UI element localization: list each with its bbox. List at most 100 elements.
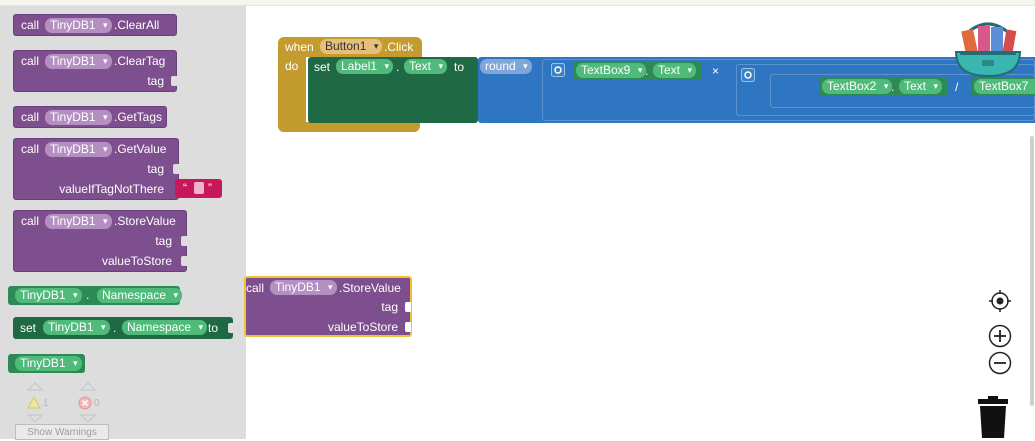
backpack-icon[interactable] bbox=[952, 16, 1024, 80]
textbox7-dropdown[interactable]: TextBox7 bbox=[974, 79, 1035, 94]
component-dropdown[interactable]: TinyDB1 bbox=[45, 110, 112, 125]
block-tinydb-clearall[interactable]: call TinyDB1 .ClearAll bbox=[13, 14, 177, 36]
zoom-in-icon[interactable] bbox=[988, 324, 1012, 348]
component-dropdown[interactable]: TinyDB1 bbox=[15, 356, 82, 371]
event-do-arm: do bbox=[278, 57, 306, 132]
block-tinydb-storevalue-loose[interactable]: call TinyDB1 .StoreValue tag valueToStor… bbox=[244, 276, 412, 337]
divide-operator: / bbox=[955, 80, 959, 94]
method-label: .ClearTag bbox=[114, 54, 166, 68]
tag-socket[interactable] bbox=[171, 76, 177, 86]
block-tinydb-storevalue[interactable]: call TinyDB1 .StoreValue tag valueToStor… bbox=[13, 210, 187, 272]
block-tinydb-cleartag[interactable]: call TinyDB1 .ClearTag tag bbox=[13, 50, 177, 92]
when-label: when bbox=[285, 40, 314, 54]
times-operator: × bbox=[712, 64, 720, 78]
block-tinydb-gettags[interactable]: call TinyDB1 .GetTags bbox=[13, 106, 167, 128]
show-warnings-button[interactable]: Show Warnings bbox=[15, 424, 109, 440]
gear-icon[interactable] bbox=[741, 68, 755, 82]
method-label: .StoreValue bbox=[339, 281, 401, 295]
call-label: call bbox=[246, 281, 265, 295]
textbox2-dropdown[interactable]: TextBox2 bbox=[822, 79, 893, 94]
property-dropdown[interactable]: Namespace bbox=[122, 320, 208, 335]
tag-socket[interactable] bbox=[181, 236, 187, 246]
dot-label: . bbox=[396, 60, 400, 74]
set-label: set bbox=[314, 60, 331, 74]
text-property-dropdown[interactable]: Text bbox=[653, 63, 697, 78]
errors-count: 0 bbox=[94, 398, 100, 409]
zoom-out-icon[interactable] bbox=[988, 351, 1012, 375]
do-label: do bbox=[285, 59, 299, 73]
tag-socket-label: tag bbox=[147, 74, 164, 88]
tag-socket[interactable] bbox=[405, 302, 411, 312]
block-tinydb-component[interactable]: TinyDB1 bbox=[8, 354, 85, 373]
method-label: .StoreValue bbox=[114, 214, 176, 228]
call-label: call bbox=[21, 214, 40, 228]
value-socket-label: valueToStore bbox=[327, 320, 398, 334]
to-label: to bbox=[454, 60, 465, 74]
call-label: call bbox=[21, 18, 40, 32]
label-component-dropdown[interactable]: Label1 bbox=[336, 59, 394, 74]
call-label: call bbox=[21, 54, 40, 68]
block-event-button1-click[interactable]: when Button1 .Click bbox=[278, 37, 422, 57]
block-tinydb-namespace-setter[interactable]: set TinyDB1 . Namespace to bbox=[13, 317, 234, 339]
warnings-count: 1 bbox=[43, 398, 49, 409]
to-socket[interactable] bbox=[228, 323, 234, 333]
event-name-label: .Click bbox=[384, 40, 414, 54]
warning-icon bbox=[27, 396, 41, 409]
tag-socket-label: tag bbox=[155, 234, 172, 248]
property-dropdown[interactable]: Namespace bbox=[97, 288, 183, 303]
method-label: .GetTags bbox=[114, 110, 163, 124]
value-socket[interactable] bbox=[405, 322, 411, 332]
blocks-flyout[interactable]: call TinyDB1 .ClearAll call TinyDB1 .Cle… bbox=[0, 6, 246, 440]
top-border bbox=[0, 0, 1035, 6]
event-component-dropdown[interactable]: Button1 bbox=[320, 39, 383, 54]
text-property-dropdown[interactable]: Text bbox=[899, 79, 943, 94]
method-label: .ClearAll bbox=[114, 18, 160, 32]
method-label: .GetValue bbox=[114, 142, 167, 156]
value-socket[interactable] bbox=[181, 256, 187, 266]
component-dropdown[interactable]: TinyDB1 bbox=[45, 18, 112, 33]
value-socket-label: valueToStore bbox=[101, 254, 172, 268]
call-label: call bbox=[21, 110, 40, 124]
call-label: call bbox=[21, 142, 40, 156]
component-dropdown[interactable]: TinyDB1 bbox=[45, 142, 112, 157]
error-icon bbox=[78, 396, 92, 410]
warning-up-arrow-icon[interactable] bbox=[27, 382, 43, 391]
text-field[interactable] bbox=[194, 182, 204, 194]
error-down-arrow-icon[interactable] bbox=[80, 414, 96, 423]
component-dropdown[interactable]: TinyDB1 bbox=[45, 54, 112, 69]
set-label: set bbox=[20, 321, 37, 335]
trash-icon[interactable] bbox=[976, 396, 1010, 438]
block-set-label1-text[interactable]: set Label1 . Text to bbox=[308, 57, 478, 123]
text-property-dropdown[interactable]: Text bbox=[404, 59, 448, 74]
block-tinydb-getvalue[interactable]: call TinyDB1 .GetValue tag valueIfTagNot… bbox=[13, 138, 179, 200]
text-quote-close: ” bbox=[208, 181, 212, 195]
to-label: to bbox=[208, 321, 219, 335]
crosshair-icon[interactable] bbox=[988, 289, 1012, 313]
component-dropdown[interactable]: TinyDB1 bbox=[270, 280, 337, 295]
block-textbox2-text-getter[interactable]: TextBox2 . Text bbox=[819, 78, 947, 96]
workspace-vertical-scrollbar[interactable] bbox=[1030, 136, 1034, 406]
component-dropdown[interactable]: TinyDB1 bbox=[43, 320, 110, 335]
dot-label: . bbox=[891, 80, 895, 94]
text-quote-open: “ bbox=[183, 181, 187, 195]
tag-socket[interactable] bbox=[173, 164, 179, 174]
dot-label: . bbox=[113, 321, 117, 335]
gear-icon[interactable] bbox=[551, 63, 565, 77]
round-op-dropdown[interactable]: round bbox=[480, 59, 532, 74]
block-textbox7-getter[interactable]: TextBox7 bbox=[971, 78, 1035, 96]
textbox9-dropdown[interactable]: TextBox9 bbox=[576, 63, 647, 78]
tag-socket-label: tag bbox=[381, 300, 398, 314]
event-bottom-bar bbox=[278, 122, 420, 132]
block-text-empty[interactable]: “ ” bbox=[175, 179, 222, 198]
component-dropdown[interactable]: TinyDB1 bbox=[15, 288, 82, 303]
tag-socket-label: tag bbox=[147, 162, 164, 176]
block-textbox9-text-getter[interactable]: TextBox9 . Text bbox=[573, 62, 701, 80]
warning-down-arrow-icon[interactable] bbox=[27, 414, 43, 423]
component-dropdown[interactable]: TinyDB1 bbox=[45, 214, 112, 229]
error-up-arrow-icon[interactable] bbox=[80, 382, 96, 391]
dot-label: . bbox=[86, 288, 90, 302]
block-math-divide-inner[interactable]: TextBox2 . Text / TextBox7 bbox=[770, 74, 1035, 108]
default-socket-label: valueIfTagNotThere bbox=[59, 182, 164, 196]
block-tinydb-namespace-getter[interactable]: TinyDB1 . Namespace bbox=[8, 286, 183, 305]
blocks-workspace[interactable]: when Button1 .Click do set Label1 . Text… bbox=[244, 6, 1035, 439]
